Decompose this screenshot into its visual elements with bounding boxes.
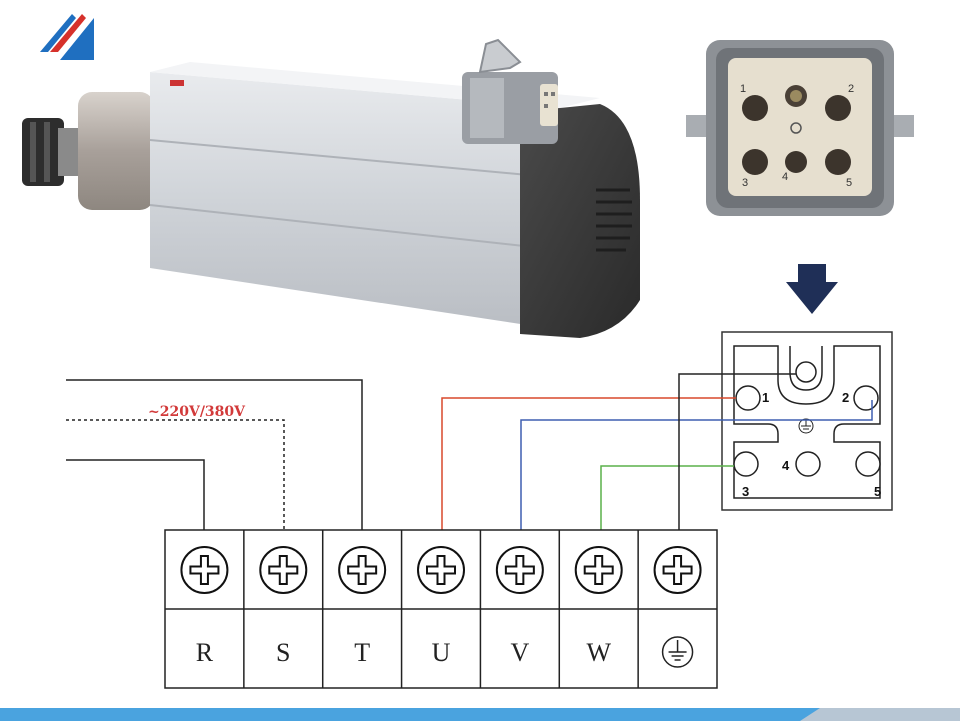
plug-number-2: 2: [848, 83, 854, 95]
footer-stripe: [0, 708, 960, 721]
pin-label-5: 5: [874, 484, 881, 499]
wire-w: [600, 465, 734, 530]
wire-t: [66, 379, 363, 530]
screw-terminal-icon: [180, 546, 229, 594]
terminal-u: U: [400, 530, 465, 688]
screw-terminal-icon: [259, 546, 308, 594]
terminal-label: U: [432, 638, 451, 667]
plug-number-3: 3: [742, 177, 748, 189]
pin-label-1: 1: [762, 390, 769, 405]
screw-terminal-icon: [495, 546, 544, 594]
plug-number-5: 5: [846, 177, 852, 189]
connector-plug-icon: 1 2 3 4 5: [686, 40, 914, 216]
screw-terminal-icon: [574, 546, 623, 594]
terminal-label: W: [586, 638, 611, 667]
down-arrow-icon: [786, 264, 838, 314]
ground-icon: [661, 636, 694, 668]
wire-ground: [678, 373, 796, 530]
pin-label-3: 3: [742, 484, 749, 499]
terminal-label: S: [276, 638, 290, 667]
plug-number-4: 4: [782, 171, 788, 183]
supply-wires: [66, 379, 363, 530]
pin-label-2: 2: [842, 390, 849, 405]
plug-number-1: 1: [740, 83, 746, 95]
terminal-label: V: [510, 638, 529, 667]
pin-label-4: 4: [782, 458, 790, 473]
connector-schematic: 1 2 3 4 5: [721, 331, 893, 511]
terminal-block: R S T U V W: [164, 529, 718, 689]
schematic-ground-symbol: [798, 418, 814, 434]
terminal-r: R: [180, 546, 229, 667]
terminal-w: W: [558, 530, 623, 688]
wire-v: [520, 400, 873, 530]
wire-r: [66, 459, 205, 530]
screw-terminal-icon: [338, 546, 387, 594]
spindle-motor-icon: [22, 38, 640, 338]
wire-u: [441, 397, 736, 530]
terminal-v: V: [479, 530, 544, 688]
screw-terminal-icon: [417, 546, 465, 594]
wire-s: [66, 419, 285, 530]
logo-icon: [40, 14, 94, 60]
terminal-s: S: [243, 530, 308, 688]
screw-terminal-icon: [653, 546, 702, 594]
supply-voltage-label: ~220V/380V: [148, 404, 246, 420]
terminal-label: R: [196, 638, 214, 667]
terminal-t: T: [321, 530, 387, 688]
terminal-label: T: [354, 638, 370, 667]
terminal-ground: [637, 530, 702, 688]
